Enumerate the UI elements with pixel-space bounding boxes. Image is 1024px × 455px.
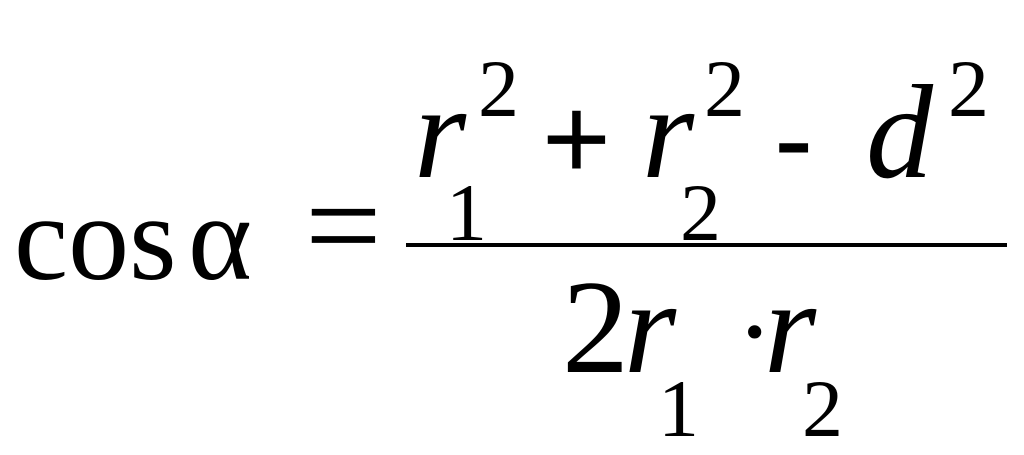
denominator-r2: r xyxy=(764,253,817,401)
numerator-r1-subscript: 1 xyxy=(446,167,487,258)
denominator-r1-subscript: 1 xyxy=(658,363,699,454)
denominator-r2-subscript: 2 xyxy=(802,363,843,454)
alpha-angle: α xyxy=(188,171,252,306)
numerator-d-exponent: 2 xyxy=(948,43,989,134)
equals-sign: = xyxy=(305,151,382,301)
numerator-r1-exponent: 2 xyxy=(478,43,519,134)
multiplication-dot: · xyxy=(736,270,774,394)
numerator-r2-subscript: 2 xyxy=(680,167,721,258)
numerator-r2: r xyxy=(642,58,695,206)
cosine-function: cos xyxy=(14,171,177,306)
numerator-r1: r xyxy=(414,58,467,206)
fraction-bar xyxy=(406,243,1007,247)
denominator-coefficient: 2 xyxy=(562,253,629,401)
denominator-r1: r xyxy=(624,253,677,401)
numerator-r2-exponent: 2 xyxy=(704,43,745,134)
numerator-d: d xyxy=(866,58,933,206)
minus-operator: - xyxy=(774,73,814,205)
plus-operator: + xyxy=(542,73,611,205)
